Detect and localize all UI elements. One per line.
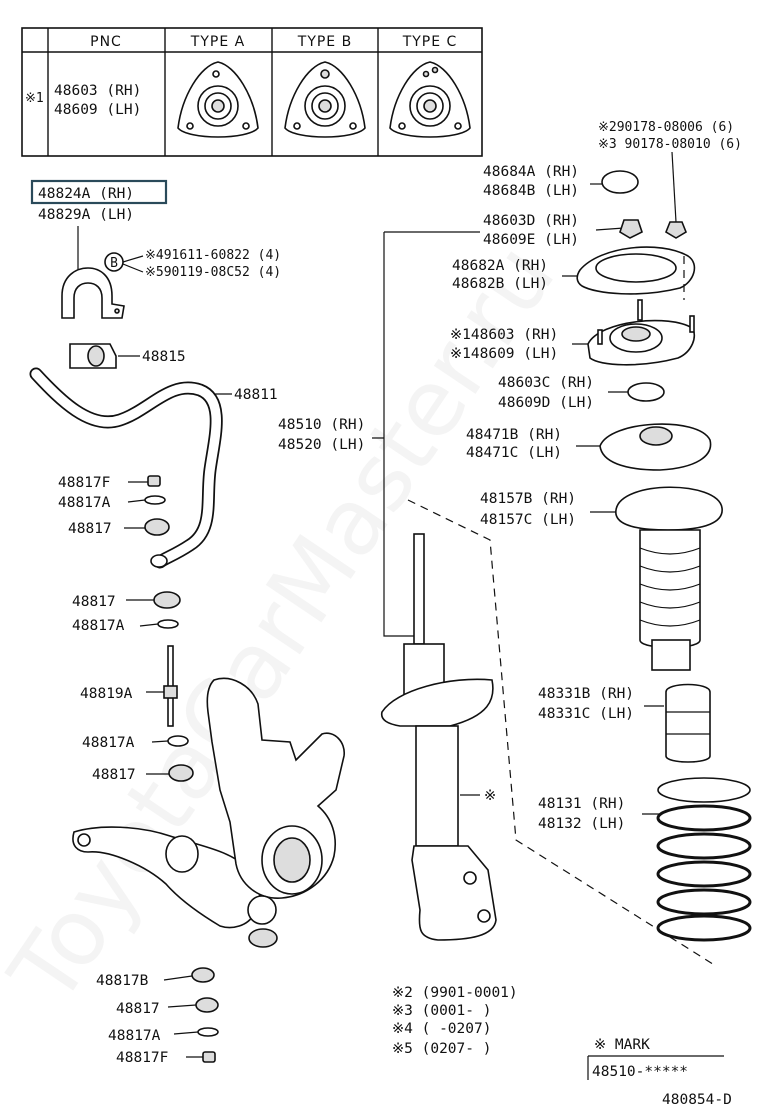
cushion-48817-upper xyxy=(144,518,170,536)
label-48817A-lower1[interactable]: 48817A xyxy=(82,735,135,751)
label-48817B[interactable]: 48817B xyxy=(96,973,149,989)
label-48682A[interactable]: 48682A (RH) xyxy=(452,258,548,274)
label-48817A-bottom[interactable]: 48817A xyxy=(108,1028,161,1044)
label-48817F-upper[interactable]: 48817F xyxy=(58,475,110,491)
washer-48817A-upper xyxy=(144,495,166,505)
cushion-48817-mid xyxy=(153,591,181,609)
label-48811[interactable]: 48811 xyxy=(234,387,278,403)
strut-mount-illustration xyxy=(587,299,696,366)
highlight-box xyxy=(30,179,168,205)
mark-legend-value: 48510-***** xyxy=(592,1064,688,1080)
label-148603[interactable]: ※148603 (RH) xyxy=(450,327,558,343)
mount-bearing-illustration xyxy=(627,382,665,402)
lock-nut-illustration xyxy=(619,219,643,239)
stabilizer-bushing-illustration xyxy=(69,343,117,369)
label-48824A[interactable]: 48824A (RH) xyxy=(38,186,134,202)
label-48817-upper[interactable]: 48817 xyxy=(68,521,112,537)
table-header-type-c: TYPE C xyxy=(402,34,458,50)
cushion-48817B xyxy=(191,967,215,983)
label-148609[interactable]: ※148609 (LH) xyxy=(450,346,558,362)
label-48520[interactable]: 48520 (LH) xyxy=(278,437,365,453)
label-48157B[interactable]: 48157B (RH) xyxy=(480,491,576,507)
label-48157C[interactable]: 48157C (LH) xyxy=(480,512,576,528)
mark-legend-title: ※ MARK xyxy=(594,1037,650,1053)
label-48815[interactable]: 48815 xyxy=(142,349,186,365)
table-row-pnc-lh: 48609 (LH) xyxy=(54,102,141,118)
label-48817A-mid[interactable]: 48817A xyxy=(72,618,125,634)
bump-stopper-illustration xyxy=(665,683,711,763)
table-header-type-a: TYPE A xyxy=(190,34,245,50)
label-390178[interactable]: ※3 90178-08010 (6) xyxy=(598,137,742,152)
bolt-callout-letter: B xyxy=(110,256,118,271)
stabilizer-bar-illustration xyxy=(29,367,223,569)
spring-bumper-boot-illustration xyxy=(615,486,723,671)
dust-cap-illustration xyxy=(601,170,639,194)
mount-nut-illustration xyxy=(665,221,687,239)
washer-48817A-lower1 xyxy=(167,735,189,747)
label-48817-mid[interactable]: 48817 xyxy=(72,594,116,610)
stabilizer-link-illustration xyxy=(163,645,178,727)
steering-knuckle-lower-arm-illustration xyxy=(72,677,345,948)
note-4: ※4 ( -0207) xyxy=(392,1021,491,1037)
label-strut-mark[interactable]: ※ xyxy=(484,788,496,804)
washer-48817A-mid xyxy=(157,619,179,629)
note-5: ※5 (0207- ) xyxy=(392,1041,491,1057)
diagram-id: 480854-D xyxy=(662,1092,732,1108)
label-48829A[interactable]: 48829A (LH) xyxy=(38,207,134,223)
table-row-pnc-rh: 48603 (RH) xyxy=(54,83,141,99)
label-48603C[interactable]: 48603C (RH) xyxy=(498,375,594,391)
table-header-type-b: TYPE B xyxy=(297,34,352,50)
label-48471B[interactable]: 48471B (RH) xyxy=(466,427,562,443)
label-48331C[interactable]: 48331C (LH) xyxy=(538,706,634,722)
label-48131[interactable]: 48131 (RH) xyxy=(538,796,625,812)
assembly-dashed-outline xyxy=(407,499,717,967)
label-491611[interactable]: ※491611-60822 (4) xyxy=(145,248,281,263)
note-2: ※2 (9901-0001) xyxy=(392,985,518,1001)
type-c-mount-illustration xyxy=(389,61,471,138)
cushion-48817-lower1 xyxy=(168,764,194,782)
label-48817F-bottom[interactable]: 48817F xyxy=(116,1050,168,1066)
nut-48817F-bottom xyxy=(202,1051,216,1063)
cushion-48817-bottom xyxy=(195,997,219,1013)
table-header-pnc: PNC xyxy=(90,34,122,50)
type-table: PNC TYPE A TYPE B TYPE C ※1 48603 (RH) 4… xyxy=(21,27,483,157)
label-48471C[interactable]: 48471C (LH) xyxy=(466,445,562,461)
label-48819A[interactable]: 48819A xyxy=(80,686,133,702)
label-48684B[interactable]: 48684B (LH) xyxy=(483,183,579,199)
spring-upper-seat-illustration xyxy=(599,423,712,471)
label-48817A-upper[interactable]: 48817A xyxy=(58,495,111,511)
label-48510[interactable]: 48510 (RH) xyxy=(278,417,365,433)
stabilizer-bracket-illustration xyxy=(61,267,125,319)
label-48817-bottom[interactable]: 48817 xyxy=(116,1001,160,1017)
label-590119[interactable]: ※590119-08C52 (4) xyxy=(145,265,281,280)
label-48603D[interactable]: 48603D (RH) xyxy=(483,213,579,229)
label-290178[interactable]: ※290178-08006 (6) xyxy=(598,120,734,135)
label-48684A[interactable]: 48684A (RH) xyxy=(483,164,579,180)
label-48682B[interactable]: 48682B (LH) xyxy=(452,276,548,292)
washer-48817A-bottom xyxy=(197,1027,219,1037)
nut-48817F-upper xyxy=(147,475,161,487)
note-3: ※3 (0001- ) xyxy=(392,1003,491,1019)
label-48331B[interactable]: 48331B (RH) xyxy=(538,686,634,702)
label-48132[interactable]: 48132 (LH) xyxy=(538,816,625,832)
table-row-mark: ※1 xyxy=(25,91,44,106)
type-a-mount-illustration xyxy=(177,61,259,138)
support-plate-illustration xyxy=(576,246,696,295)
label-48817-lower1[interactable]: 48817 xyxy=(92,767,136,783)
coil-spring-illustration xyxy=(656,777,752,942)
label-48609D[interactable]: 48609D (LH) xyxy=(498,395,594,411)
label-48609E[interactable]: 48609E (LH) xyxy=(483,232,579,248)
type-b-mount-illustration xyxy=(284,61,366,138)
shock-absorber-illustration xyxy=(380,533,497,941)
